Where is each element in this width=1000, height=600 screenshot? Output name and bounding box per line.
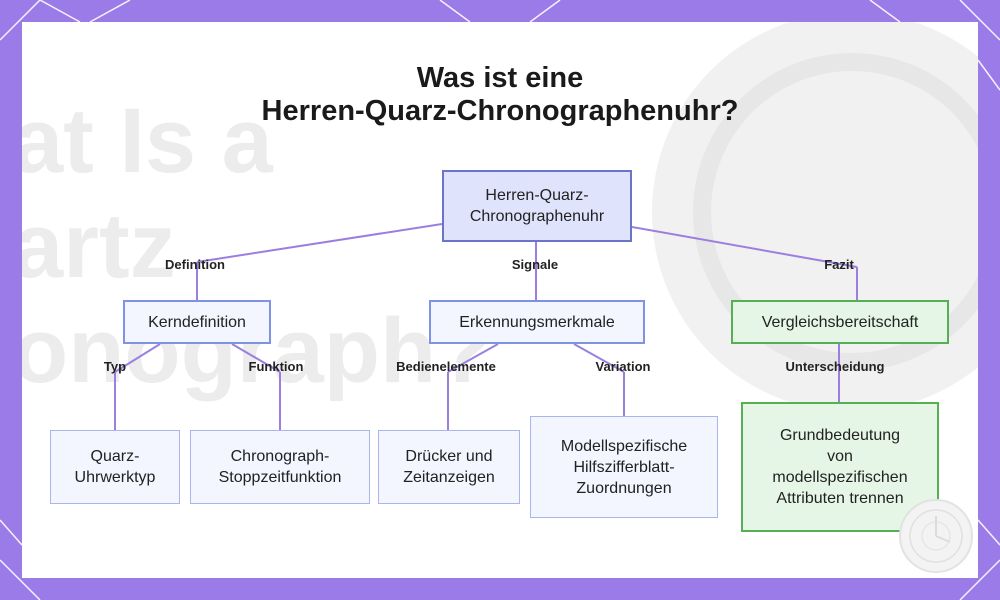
edge-label-fazit: Fazit	[824, 257, 854, 272]
edge-label-signale: Signale	[511, 257, 559, 272]
node-kerndefinition-label: Kerndefinition	[148, 313, 246, 331]
node-quarz-line-1: Quarz-	[90, 448, 140, 465]
node-modell-line-2: Hilfszifferblatt-	[573, 458, 675, 476]
node-chronograph-stoppzeitfunktion[interactable]: Chronograph- Stoppzeitfunktion	[190, 430, 370, 504]
node-druecker-line-2: Zeitanzeigen	[403, 469, 495, 486]
edge-label-definition: Definition	[165, 257, 225, 272]
title-line-1: Was ist eine	[416, 62, 584, 94]
svg-text:at Is a: at Is a	[22, 90, 274, 192]
edge-root-vergleich	[631, 226, 858, 268]
node-modell-line-1: Modellspezifische	[560, 437, 688, 455]
node-root-line-2: Chronographenuhr	[469, 208, 605, 225]
node-grund-line-3: modellspezifischen	[772, 469, 908, 486]
node-chrono-line-1: Chronograph-	[230, 448, 330, 465]
node-quarz-line-2: Uhrwerktyp	[74, 469, 156, 486]
svg-text:artz: artz	[22, 195, 176, 297]
edge-label-variation: Variation	[595, 359, 651, 374]
node-quarz-uhrwerktyp[interactable]: Quarz- Uhrwerktyp	[50, 430, 180, 504]
node-druecker-zeitanzeigen[interactable]: Drücker und Zeitanzeigen	[378, 430, 520, 504]
edge-label-typ: Typ	[103, 359, 127, 374]
edge-label-bedienelemente: Bedienelemente	[396, 359, 496, 374]
connector-lines	[114, 223, 858, 430]
diagram-card: at Is a artz onograph? Was ist eine Herr…	[22, 22, 978, 578]
node-chrono-line-2: Stoppzeitfunktion	[218, 469, 342, 486]
edge-root-kern	[196, 223, 443, 263]
edge-label-unterscheidung: Unterscheidung	[785, 359, 885, 374]
page-title: Was ist eine Herren-Quarz-Chronographenu…	[22, 62, 978, 128]
node-vergleichsbereitschaft[interactable]: Vergleichsbereitschaft	[731, 300, 949, 344]
edge-label-funktion: Funktion	[248, 359, 304, 374]
node-grund-line-4: Attributen trennen	[776, 490, 904, 507]
node-erkennungsmerkmale-label: Erkennungsmerkmale	[459, 313, 615, 331]
node-grundbedeutung[interactable]: Grundbedeutung von modellspezifischen At…	[741, 402, 939, 532]
title-line-2: Herren-Quarz-Chronographenuhr?	[261, 95, 739, 127]
edge-erkennung-druecker	[447, 343, 499, 373]
edge-kern-chrono	[231, 343, 281, 373]
node-erkennungsmerkmale[interactable]: Erkennungsmerkmale	[429, 300, 645, 344]
node-druecker-line-1: Drücker und	[405, 448, 493, 465]
node-grund-line-1: Grundbedeutung	[779, 427, 901, 444]
edge-erkennung-modell	[573, 343, 625, 373]
edge-kern-quarz	[114, 343, 161, 373]
node-vergleichsbereitschaft-label: Vergleichsbereitschaft	[761, 313, 919, 331]
node-root-line-1: Herren-Quarz-	[485, 187, 589, 204]
node-modellspezifische-zuordnungen[interactable]: Modellspezifische Hilfszifferblatt- Zuor…	[530, 416, 718, 518]
node-grund-line-2: von	[827, 448, 853, 465]
node-modell-line-3: Zuordnungen	[576, 479, 672, 497]
node-kerndefinition[interactable]: Kerndefinition	[123, 300, 271, 344]
node-root[interactable]: Herren-Quarz- Chronographenuhr	[442, 170, 632, 242]
watch-seal-icon	[899, 499, 973, 573]
